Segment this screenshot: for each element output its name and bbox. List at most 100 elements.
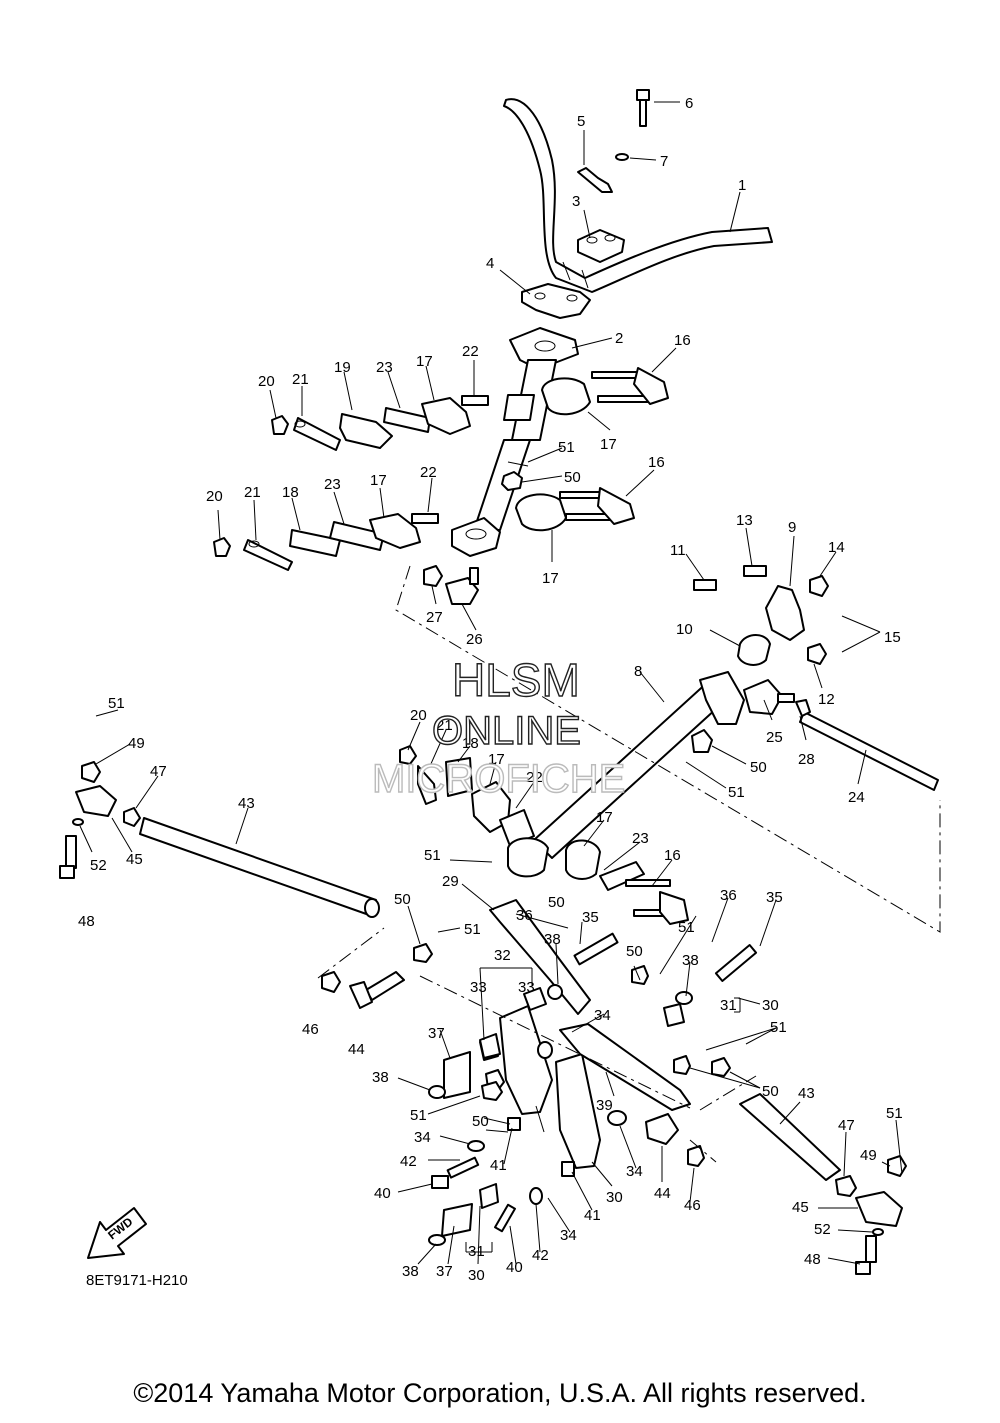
- callout-40: 40: [374, 1185, 391, 1202]
- callout-37: 37: [436, 1263, 453, 1280]
- callout-30: 30: [762, 997, 779, 1014]
- lower-link-assembly: [213, 513, 439, 571]
- callout-45: 45: [792, 1199, 809, 1216]
- callout-50: 50: [750, 759, 767, 776]
- holder-plate: [577, 167, 613, 193]
- leader-lines: [79, 101, 903, 1265]
- callout-17: 17: [416, 353, 433, 370]
- callout-38: 38: [544, 931, 561, 948]
- callout-16: 16: [674, 332, 691, 349]
- callout-41: 41: [584, 1207, 601, 1224]
- callout-12: 12: [818, 691, 835, 708]
- callout-17: 17: [542, 570, 559, 587]
- callout-27: 27: [426, 609, 443, 626]
- callout-5: 5: [577, 113, 585, 130]
- callout-50: 50: [626, 943, 643, 960]
- callout-26: 26: [466, 631, 483, 648]
- tie-rod-right: [795, 699, 939, 791]
- callout-25: 25: [766, 729, 783, 746]
- callout-34: 34: [594, 1007, 611, 1024]
- callout-50: 50: [394, 891, 411, 908]
- callout-45: 45: [126, 851, 143, 868]
- bracket-assembly: [693, 565, 829, 666]
- callout-43: 43: [798, 1085, 815, 1102]
- callout-32: 32: [494, 947, 511, 964]
- callout-17: 17: [596, 809, 613, 826]
- callout-10: 10: [676, 621, 693, 638]
- callout-11: 11: [670, 542, 686, 559]
- tie-rod-left: [59, 761, 380, 918]
- callout-30: 30: [468, 1267, 485, 1284]
- callout-13: 13: [736, 512, 753, 529]
- callout-43: 43: [238, 795, 255, 812]
- callout-29: 29: [442, 873, 459, 890]
- callout-1: 1: [738, 177, 746, 194]
- callout-labels: 6 7 5 1 3 4 2 16 17 51 50 16 17 20 21 19…: [78, 95, 903, 1284]
- callout-30: 30: [606, 1189, 623, 1206]
- middle-linkage: [399, 745, 689, 925]
- callout-3: 3: [572, 193, 580, 210]
- copyright-notice: ©2014 Yamaha Motor Corporation, U.S.A. A…: [133, 1378, 867, 1408]
- callout-20: 20: [206, 488, 223, 505]
- callout-23: 23: [632, 830, 649, 847]
- callout-48: 48: [78, 913, 95, 930]
- watermark-line-3: MICROFICHE: [372, 757, 625, 801]
- callout-33: 33: [470, 979, 487, 996]
- callout-49: 49: [860, 1147, 877, 1164]
- callout-38: 38: [682, 952, 699, 969]
- column-holder-upper: [541, 367, 669, 416]
- handlebar: [503, 98, 773, 293]
- callout-35: 35: [766, 889, 783, 906]
- callout-6: 6: [685, 95, 693, 112]
- callout-51: 51: [770, 1019, 787, 1036]
- callout-50: 50: [472, 1113, 489, 1130]
- castle-nut: [501, 471, 523, 491]
- callout-46: 46: [302, 1021, 319, 1038]
- callout-46: 46: [684, 1197, 701, 1214]
- callout-50: 50: [548, 894, 565, 911]
- callout-38: 38: [402, 1263, 419, 1280]
- callout-47: 47: [150, 763, 167, 780]
- callout-23: 23: [324, 476, 341, 493]
- callout-7: 7: [660, 153, 668, 170]
- callout-52: 52: [90, 857, 107, 874]
- callout-51: 51: [678, 919, 695, 936]
- callout-44: 44: [654, 1185, 671, 1202]
- callout-44: 44: [348, 1041, 365, 1058]
- callout-51: 51: [424, 847, 441, 864]
- callout-36: 36: [516, 907, 533, 924]
- reference-lines: [317, 565, 941, 1163]
- callout-47: 47: [838, 1117, 855, 1134]
- callout-9: 9: [788, 519, 796, 536]
- callout-51: 51: [464, 921, 481, 938]
- callout-18: 18: [282, 484, 299, 501]
- callout-33: 33: [518, 979, 535, 996]
- callout-42: 42: [532, 1247, 549, 1264]
- callout-37: 37: [428, 1025, 445, 1042]
- washer: [615, 153, 629, 161]
- callout-24: 24: [848, 789, 865, 806]
- callout-4: 4: [486, 255, 494, 272]
- callout-42: 42: [400, 1153, 417, 1170]
- main-shaft: [533, 671, 795, 859]
- callout-19: 19: [334, 359, 351, 376]
- callout-17: 17: [488, 751, 505, 768]
- fwd-arrow-icon: FWD: [87, 1207, 147, 1259]
- watermark: HLSM ONLINE MICROFICHE: [371, 653, 626, 801]
- watermark-line-1: HLSM: [452, 654, 580, 706]
- callout-21: 21: [244, 484, 261, 501]
- callout-51: 51: [728, 784, 745, 801]
- callout-50: 50: [564, 469, 581, 486]
- callout-17: 17: [600, 436, 617, 453]
- watermark-line-2: ONLINE: [432, 709, 581, 753]
- callout-22: 22: [462, 343, 479, 360]
- column-holder-lower: [515, 487, 635, 532]
- callout-22: 22: [420, 464, 437, 481]
- lower-handlebar-holder: [521, 283, 591, 319]
- callout-31: 31: [468, 1243, 485, 1260]
- callout-35: 35: [582, 909, 599, 926]
- callout-20: 20: [258, 373, 275, 390]
- callout-20: 20: [410, 707, 427, 724]
- callout-50: 50: [762, 1083, 779, 1100]
